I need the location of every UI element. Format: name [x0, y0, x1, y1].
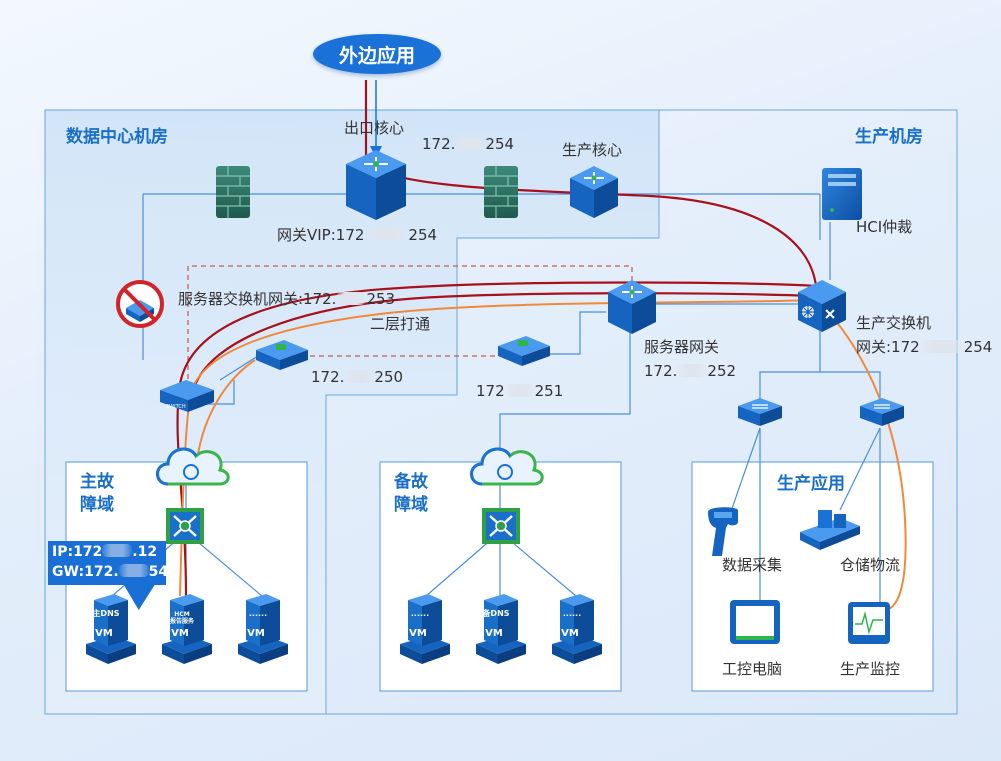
server-gateway-label: 服务器网关	[644, 338, 720, 356]
production-core-label: 生产核心	[562, 141, 623, 159]
industrial-pc-icon	[730, 600, 780, 644]
vm-primary-1-name-1: 报告服务	[170, 617, 195, 625]
production-apps-box	[691, 461, 934, 692]
cloud-backup-icon	[470, 447, 544, 486]
primary-domain-title-1: 主故	[80, 472, 114, 492]
vm-backup-2-vm-label: VM	[561, 628, 579, 639]
server-switch-gateway-label: 服务器交换机网关:172.253	[178, 290, 396, 308]
production-apps-title: 生产应用	[777, 474, 845, 494]
server-gateway-ip: 172.252	[644, 362, 737, 380]
callout-gw: GW:172.54	[52, 564, 169, 580]
app-data-collect-label: 数据采集	[722, 556, 783, 574]
production-access-switch-right-icon	[860, 398, 904, 426]
vm-primary-0-icon	[86, 594, 136, 664]
exit-core-switch-icon	[346, 150, 406, 220]
ip-250-label: 172.250	[311, 368, 404, 386]
hci-arbiter-server-icon	[822, 168, 862, 220]
datacenter-title: 数据中心机房	[66, 127, 168, 147]
backup-domain-title-2: 障域	[394, 495, 428, 515]
vm-primary-2-name-0: ......	[249, 609, 267, 618]
warehouse-logistics-icon	[800, 510, 860, 550]
production-monitor-icon	[848, 602, 890, 644]
primary-domain-title-2: 障域	[80, 495, 114, 515]
cloud-primary-icon	[156, 447, 230, 486]
vm-primary-2-vm-label: VM	[247, 628, 265, 639]
production-core-switch-icon	[570, 166, 618, 218]
virtual-router-primary-icon	[166, 508, 204, 544]
vm-backup-2-name-0: ......	[563, 609, 581, 618]
production-switch-icon	[798, 280, 846, 332]
vm-backup-1-vm-label: VM	[485, 628, 503, 639]
barcode-scanner-icon	[708, 507, 738, 556]
production-room-title: 生产机房	[855, 127, 923, 147]
vm-backup-0-vm-label: VM	[409, 628, 427, 639]
layer2-label: 二层打通	[370, 315, 431, 333]
server-switch-disabled-icon	[116, 280, 164, 328]
vm-primary-2-icon	[238, 594, 288, 664]
production-access-switch-left-icon	[738, 398, 782, 426]
vm-ip-callout: IP:172.12 GW:172.54	[48, 541, 169, 585]
production-zone	[325, 109, 958, 715]
server-gateway-switch-icon	[608, 280, 656, 334]
vm-primary-0-vm-label: VM	[95, 628, 113, 639]
exit-core-ip: 172.254	[422, 135, 515, 153]
vm-backup-2-icon	[552, 594, 602, 664]
app-ipc-label: 工控电脑	[722, 660, 783, 678]
vm-backup-1-name-0: 备DNS	[481, 608, 509, 618]
network-links	[111, 193, 881, 604]
vm-primary-1-name-0: HCM	[174, 611, 189, 618]
production-switch-label: 生产交换机	[856, 314, 932, 332]
firewall-middle-icon	[484, 166, 518, 218]
vm-backup-0-name-0: ......	[411, 609, 429, 618]
vm-primary-1-vm-label: VM	[171, 628, 189, 639]
hci-arbiter-label: HCI仲裁	[856, 218, 913, 236]
firewall-left-icon	[216, 166, 250, 218]
exit-core-label: 出口核心	[344, 119, 405, 137]
vm-backup-0-icon	[400, 594, 450, 664]
appliance-250-icon	[256, 340, 308, 370]
access-switch-icon: SWITCH	[160, 380, 214, 412]
app-monitor-label: 生产监控	[840, 660, 901, 678]
vm-backup-1-icon	[476, 594, 526, 664]
virtual-router-backup-icon	[482, 508, 520, 544]
switch-label: SWITCH	[166, 404, 186, 410]
backup-domain-title-1: 备故	[394, 472, 428, 492]
callout-ip: IP:172.12	[52, 544, 158, 560]
appliance-251-icon	[498, 336, 550, 366]
external-app-badge[interactable]: 外边应用	[313, 34, 441, 74]
vm-primary-0-name-0: 主DNS	[92, 608, 119, 618]
app-warehouse-label: 仓储物流	[840, 556, 901, 574]
vm-primary-1-icon	[162, 594, 212, 664]
